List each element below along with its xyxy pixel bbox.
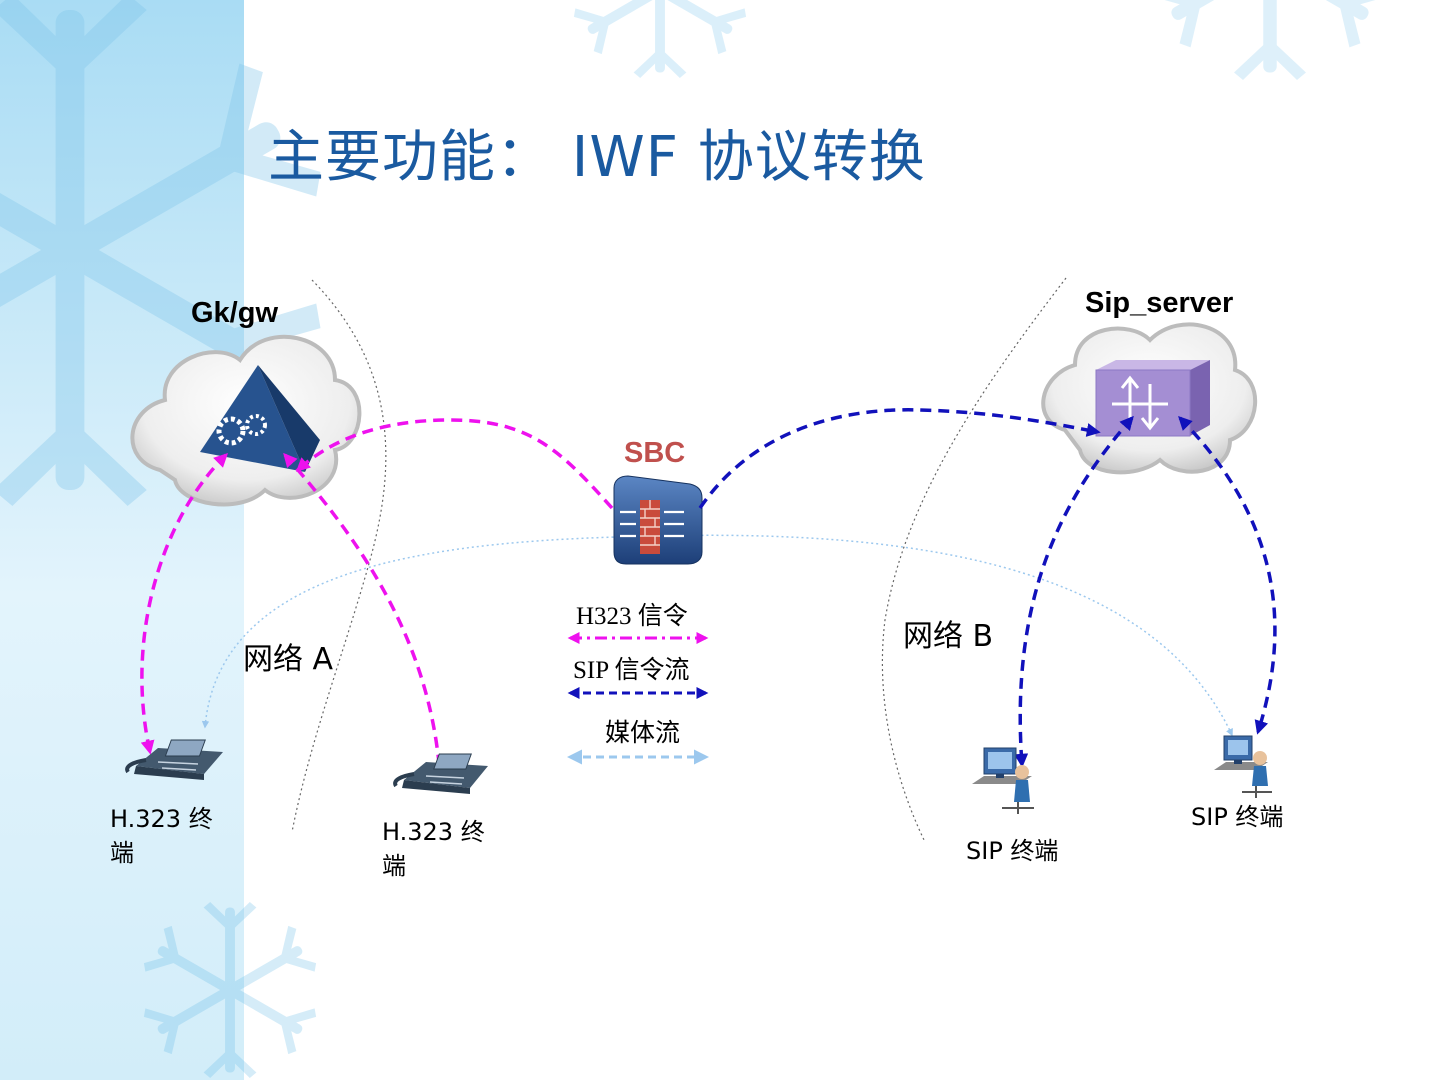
legend-media-label: 媒体流 [605,720,681,747]
sip-server-cloud [1041,322,1258,475]
legend-sip-label: SIP 信令流 [573,657,690,684]
sip-server-label: Sip_server [1085,287,1234,319]
h323-terminal-1-label: H.323 终 端 [110,802,213,870]
h323-terminal-2-label-line2: 端 [382,852,406,880]
h323-terminal-1-phone-icon [125,739,223,780]
sip-terminal-2-label: SIP 终端 [1191,803,1284,831]
h323-flow-gk-to-terminal-2 [283,452,447,778]
h323-terminal-2-label: H.323 终 端 [382,815,485,883]
legend-h323-label: H323 信令 [576,603,688,630]
sip-flow-server-to-terminal-2 [1178,415,1277,735]
h323-terminal-1-label-line2: 端 [110,839,134,867]
sip-flow-server-to-terminal-1 [1014,415,1134,768]
sip-server-icon [1095,360,1210,437]
slide-title: 主要功能： IWF 协议转换 [268,125,926,190]
h323-signaling-flows [140,418,614,778]
gateway-icon [200,365,320,472]
h323-terminal-2-phone-icon [393,753,488,794]
sbc-label: SBC [624,437,686,469]
sip-signaling-flows [698,408,1277,768]
network-b-boundary [881,277,1067,843]
media-flow-path [201,534,1233,737]
h323-terminal-2-label-line1: H.323 终 [382,818,485,846]
sip-flow-sbc-to-server [698,408,1101,509]
h323-flow-gk-to-sbc [295,418,614,510]
sip-terminal-1-label: SIP 终端 [966,837,1059,865]
legend-lines [567,632,709,765]
h323-flow-gk-to-terminal-1 [140,453,228,755]
sip-terminal-1-workstation-icon [972,747,1034,814]
h323-terminal-1-label-line1: H.323 终 [110,805,213,833]
sip-terminal-2-workstation-icon [1214,735,1272,798]
gatekeeper-label: Gk/gw [191,297,279,329]
sbc-device [613,475,703,565]
network-b-label: 网络 B [903,619,994,654]
network-a-label: 网络 A [243,642,334,677]
